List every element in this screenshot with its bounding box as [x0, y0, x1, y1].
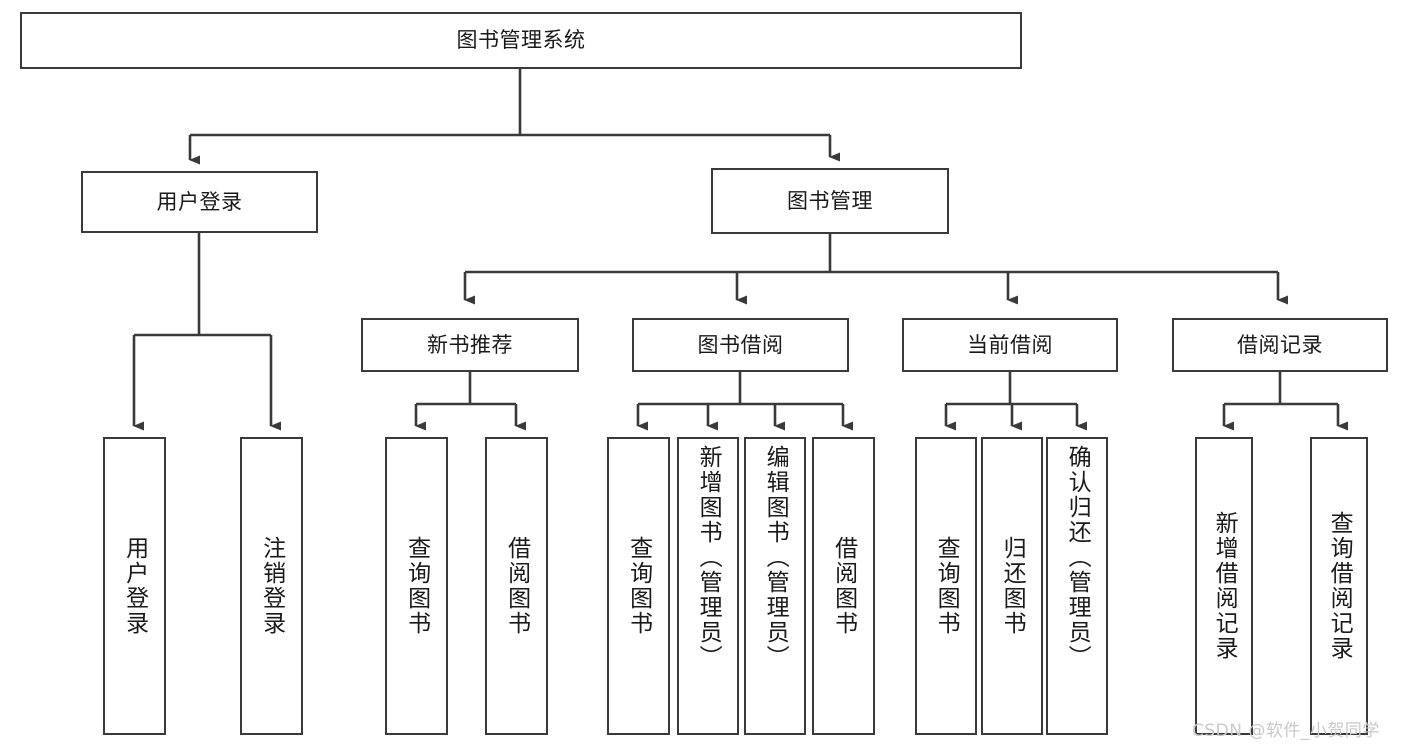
node-root[interactable]: 图书管理系统	[20, 12, 1022, 69]
leaf-borrow-book-1-label: 借阅图书	[503, 536, 530, 636]
leaf-query-book-3-label: 查询图书	[933, 536, 960, 636]
leaf-user-logout-label: 注销登录	[258, 536, 285, 636]
node-borrow-record[interactable]: 借阅记录	[1172, 318, 1388, 372]
node-current-borrow-label: 当前借阅	[967, 332, 1053, 357]
leaf-query-record[interactable]: 查询借阅记录	[1310, 437, 1368, 735]
node-root-label: 图书管理系统	[456, 28, 586, 53]
node-user-login[interactable]: 用户登录	[81, 171, 318, 233]
leaf-query-book-2[interactable]: 查询图书	[607, 437, 670, 735]
leaf-query-book-1-label: 查询图书	[403, 536, 430, 636]
node-user-login-label: 用户登录	[156, 189, 243, 214]
leaf-borrow-book-1[interactable]: 借阅图书	[485, 437, 548, 735]
leaf-borrow-book-2[interactable]: 借阅图书	[812, 437, 875, 735]
leaf-edit-book-label: 编辑图书（管理员）	[762, 445, 789, 670]
leaf-user-login-label: 用户登录	[121, 536, 148, 636]
leaf-add-record[interactable]: 新增借阅记录	[1195, 437, 1253, 735]
node-book-manage[interactable]: 图书管理	[711, 168, 949, 234]
watermark: CSDN @软件_小贺同学	[1192, 721, 1380, 741]
leaf-add-book-label: 新增图书（管理员）	[695, 445, 722, 670]
node-new-book-rec-label: 新书推荐	[427, 332, 513, 357]
leaf-return-book-label: 归还图书	[999, 536, 1026, 636]
leaf-query-book-2-label: 查询图书	[625, 536, 652, 636]
leaf-add-record-label: 新增借阅记录	[1211, 511, 1238, 661]
leaf-edit-book[interactable]: 编辑图书（管理员）	[744, 437, 806, 735]
leaf-query-book-3[interactable]: 查询图书	[915, 437, 977, 735]
node-borrow-record-label: 借阅记录	[1237, 332, 1323, 357]
node-new-book-rec[interactable]: 新书推荐	[361, 318, 579, 372]
node-book-borrow-label: 图书借阅	[697, 332, 784, 357]
node-current-borrow[interactable]: 当前借阅	[902, 318, 1118, 372]
leaf-confirm-return[interactable]: 确认归还（管理员）	[1046, 437, 1108, 735]
leaf-query-record-label: 查询借阅记录	[1326, 511, 1353, 661]
leaf-return-book[interactable]: 归还图书	[981, 437, 1043, 735]
leaf-add-book[interactable]: 新增图书（管理员）	[677, 437, 739, 735]
node-book-manage-label: 图书管理	[787, 188, 873, 213]
leaf-query-book-1[interactable]: 查询图书	[385, 437, 448, 735]
leaf-borrow-book-2-label: 借阅图书	[830, 536, 857, 636]
leaf-user-login[interactable]: 用户登录	[103, 437, 166, 735]
leaf-user-logout[interactable]: 注销登录	[240, 437, 303, 735]
node-book-borrow[interactable]: 图书借阅	[632, 318, 849, 372]
leaf-confirm-return-label: 确认归还（管理员）	[1064, 445, 1091, 670]
